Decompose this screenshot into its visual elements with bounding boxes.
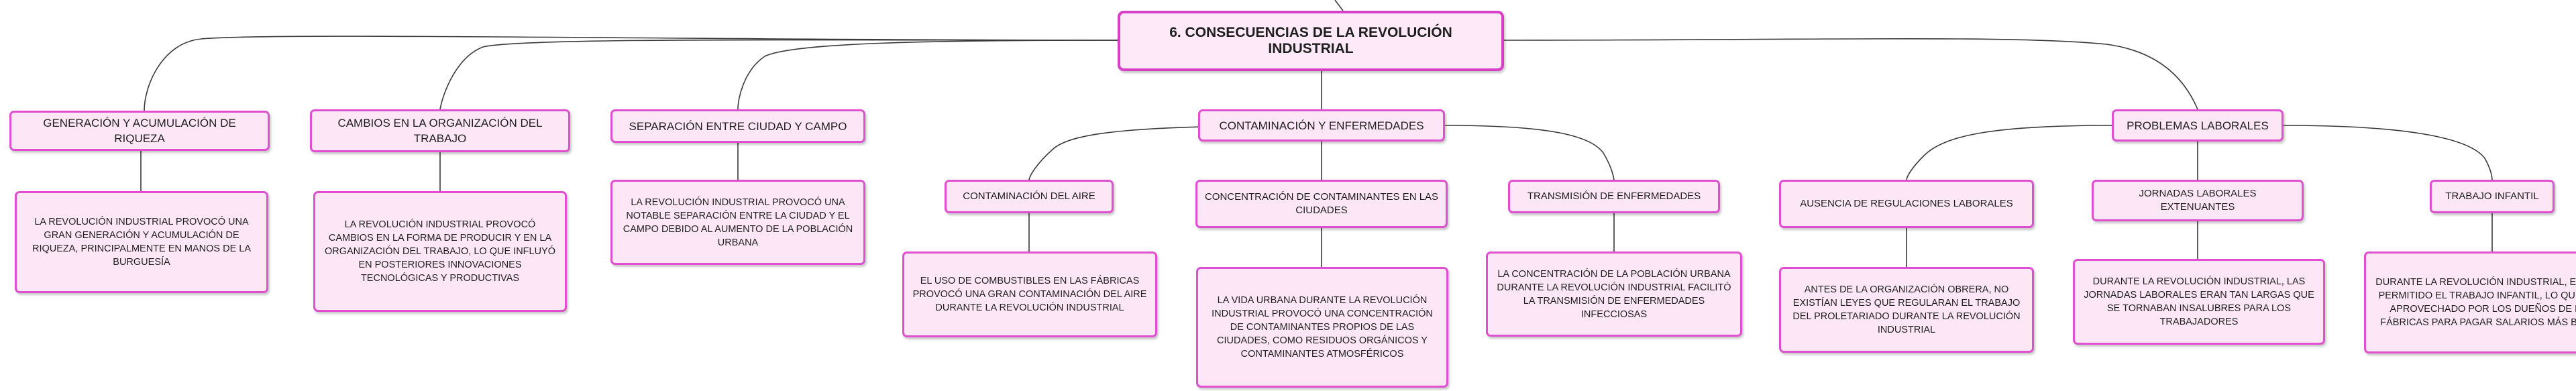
subtopic-jornadas-extenuantes[interactable]: JORNADAS LABORALES EXTENUANTES [2092, 180, 2304, 221]
connector-laborales-regulaciones [1906, 125, 2112, 180]
connector-root-ciudad [737, 40, 1118, 110]
connector-top [1334, 0, 1344, 11]
description-trabajo-infantil: DURANTE LA REVOLUCIÓN INDUSTRIAL, ESTABA… [2364, 252, 2576, 353]
subtopic-ausencia-regulaciones[interactable]: AUSENCIA DE REGULACIONES LABORALES [1779, 180, 2034, 228]
subtopic-concentracion-contaminantes[interactable]: CONCENTRACIÓN DE CONTAMINANTES EN LAS CI… [1195, 180, 1448, 228]
branch-ciudad-campo[interactable]: SEPARACIÓN ENTRE CIUDAD Y CAMPO [610, 109, 865, 143]
description-jornadas-extenuantes: DURANTE LA REVOLUCIÓN INDUSTRIAL, LAS JO… [2073, 259, 2325, 345]
branch-problemas-laborales[interactable]: PROBLEMAS LABORALES [2112, 109, 2284, 142]
description-contaminacion-aire: EL USO DE COMBUSTIBLES EN LAS FÁBRICAS P… [902, 252, 1157, 337]
description-organizacion-trabajo: LA REVOLUCIÓN INDUSTRIAL PROVOCÓ CAMBIOS… [313, 191, 567, 312]
connector-laborales-infantil [2283, 125, 2493, 180]
subtopic-contaminacion-aire[interactable]: CONTAMINACIÓN DEL AIRE [945, 180, 1114, 213]
branch-organizacion-trabajo[interactable]: CAMBIOS EN LA ORGANIZACIÓN DEL TRABAJO [310, 109, 570, 152]
root-topic[interactable]: 6. CONSECUENCIAS DE LA REVOLUCIÓN INDUST… [1118, 11, 1504, 71]
description-transmision-enfermedades: LA CONCENTRACIÓN DE LA POBLACIÓN URBANA … [1486, 252, 1742, 337]
connector-root-laborales [1503, 38, 2198, 110]
description-generacion-riqueza: LA REVOLUCIÓN INDUSTRIAL PROVOCÓ UNA GRA… [15, 191, 268, 293]
description-concentracion-contaminantes: LA VIDA URBANA DURANTE LA REVOLUCIÓN IND… [1196, 267, 1448, 388]
branch-contaminacion-enfermedades[interactable]: CONTAMINACIÓN Y ENFERMEDADES [1198, 109, 1445, 142]
connector-contaminacion-transmision [1444, 125, 1615, 180]
connector-root-riqueza [144, 36, 1118, 111]
connector-root-organizacion [439, 39, 1118, 110]
branch-generacion-riqueza[interactable]: GENERACIÓN Y ACUMULACIÓN DE RIQUEZA [9, 111, 270, 151]
description-ausencia-regulaciones: ANTES DE LA ORGANIZACIÓN OBRERA, NO EXIS… [1779, 267, 2034, 353]
description-ciudad-campo: LA REVOLUCIÓN INDUSTRIAL PROVOCÓ UNA NOT… [610, 180, 865, 265]
subtopic-trabajo-infantil[interactable]: TRABAJO INFANTIL [2430, 180, 2555, 213]
subtopic-transmision-enfermedades[interactable]: TRANSMISIÓN DE ENFERMEDADES [1508, 180, 1720, 213]
